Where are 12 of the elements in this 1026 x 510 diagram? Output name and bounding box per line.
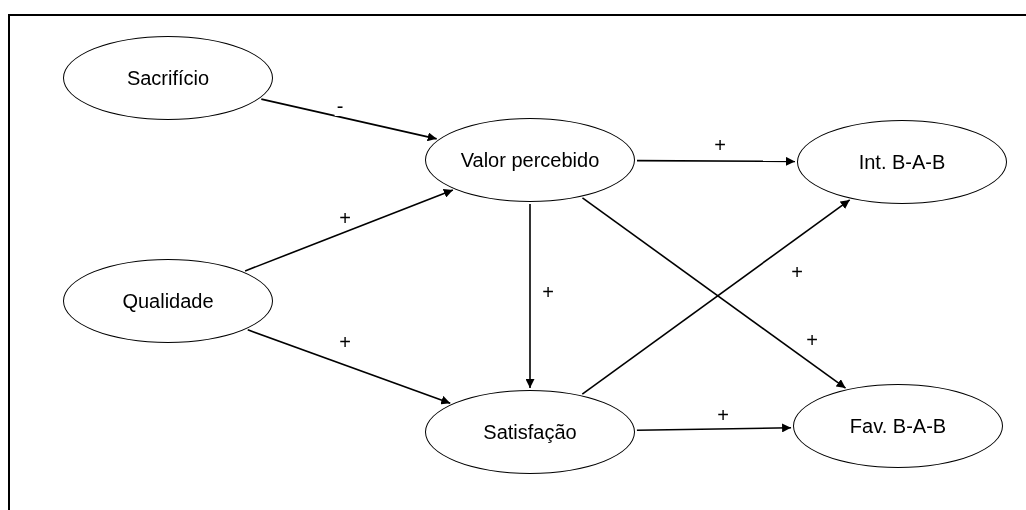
arrow bbox=[244, 189, 454, 272]
node-label: Fav. B-A-B bbox=[849, 414, 947, 438]
arrow bbox=[636, 156, 796, 166]
node-label: Int. B-A-B bbox=[858, 150, 946, 174]
arrow bbox=[246, 329, 452, 405]
arrow bbox=[260, 98, 438, 142]
node-label: Sacrifício bbox=[126, 66, 210, 90]
node-label: Valor percebido bbox=[460, 148, 600, 172]
arrow bbox=[636, 423, 792, 433]
node-label: Qualidade bbox=[122, 289, 214, 313]
arrow bbox=[525, 203, 535, 389]
node-label: Satisfação bbox=[483, 420, 577, 444]
